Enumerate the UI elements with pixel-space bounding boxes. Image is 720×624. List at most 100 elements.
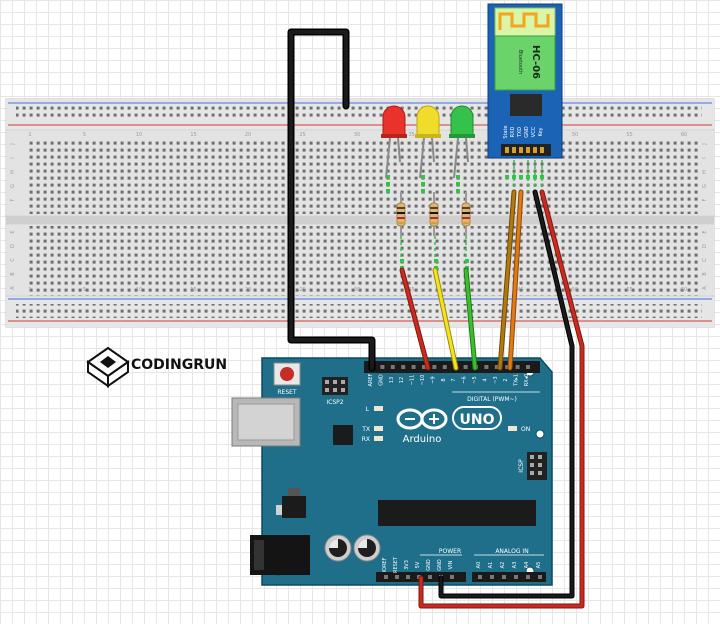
led-red	[381, 105, 407, 179]
digital-pin-hole	[390, 365, 395, 369]
reset-button: RESET	[273, 362, 301, 396]
column-number: 25	[299, 287, 305, 293]
analog-pin-hole	[490, 575, 494, 579]
arduino-logo: UNO Arduino	[396, 406, 502, 445]
hc06-pin-label: TXD	[517, 127, 523, 138]
digital-pin-label: 12	[399, 377, 405, 383]
digital-pin-hole	[463, 365, 468, 369]
digital-pin-label: ~6	[462, 376, 468, 383]
digital-pin-label: ~11	[410, 375, 416, 386]
digital-pin-label: GND	[378, 374, 384, 386]
usb-connector	[231, 397, 301, 447]
column-number: 10	[136, 132, 142, 138]
digital-label: DIGITAL (PWM~)	[467, 396, 517, 403]
led-yellow	[415, 105, 441, 179]
on-label: ON	[521, 426, 530, 433]
analog-pin-label: A1	[488, 562, 494, 569]
wires	[287, 28, 585, 609]
led-green	[449, 105, 475, 179]
analog-pin-hole	[502, 575, 506, 579]
keycap-icon	[86, 346, 130, 388]
row-letter-c: C	[10, 258, 16, 262]
digital-pin-hole	[380, 365, 385, 369]
column-number: 20	[245, 132, 251, 138]
brand-name: CODINGRUN	[131, 357, 227, 373]
row-letter-i: I	[10, 157, 16, 158]
digital-pin-hole	[442, 365, 447, 369]
column-number: 55	[626, 287, 632, 293]
column-number: 1	[28, 287, 31, 293]
digital-pin-label: 7	[451, 378, 457, 381]
atmega-chip	[378, 500, 536, 526]
status-leds: L TX RX ON	[361, 406, 530, 443]
analog-pin-hole	[526, 575, 530, 579]
power-pin-label: RESET	[393, 556, 399, 573]
column-number: 50	[572, 132, 578, 138]
hc06-pin-label: Key	[538, 127, 544, 136]
column-number: 15	[190, 132, 196, 138]
digital-pin-hole	[432, 365, 437, 369]
analog-pin-hole	[514, 575, 518, 579]
row-letter-c: C	[702, 258, 708, 262]
analog-label: ANALOG IN	[495, 548, 528, 555]
column-number: 45	[517, 287, 523, 293]
digital-pin-label: ~5	[472, 376, 478, 383]
row-letter-d: D	[10, 244, 16, 248]
column-number: 15	[190, 287, 196, 293]
small-chip	[333, 425, 353, 445]
analog-pin-hole	[478, 575, 482, 579]
icsp-header: ICSP	[518, 452, 547, 480]
power-pin-label: 5V	[415, 561, 421, 568]
row-letter-j: J	[10, 143, 16, 145]
column-number: 30	[354, 287, 360, 293]
module-subtitle: Bluetooth	[517, 50, 523, 74]
column-number: 1	[28, 132, 31, 138]
row-letter-d: D	[702, 244, 708, 248]
led-label-tx: TX	[361, 426, 370, 433]
digital-pin-label: 8	[441, 378, 447, 381]
analog-pin-label: A3	[512, 562, 518, 569]
row-letter-a: A	[702, 286, 708, 290]
power-pin-hole	[384, 575, 388, 579]
row-letter-f: F	[702, 198, 708, 201]
row-letter-b: B	[702, 272, 708, 276]
power-pin-hole	[428, 575, 432, 579]
digital-pin-hole	[526, 365, 530, 369]
row-letter-g: G	[10, 184, 16, 188]
resistor-2	[429, 192, 439, 236]
resistor-1	[396, 192, 406, 236]
column-number: 35	[408, 132, 414, 138]
icsp2-label: ICSP2	[326, 399, 343, 406]
column-number: 5	[83, 287, 86, 293]
digital-pin-label: AREF	[368, 373, 374, 386]
hc06-pin-label: GND	[524, 126, 530, 138]
row-letter-h: H	[10, 170, 16, 174]
icsp-label: ICSP	[518, 459, 525, 473]
logo-text: Arduino	[403, 434, 442, 445]
analog-pin-label: A2	[500, 562, 506, 569]
power-pin-label: 3V3	[404, 560, 410, 570]
column-number: 60	[681, 287, 687, 293]
row-letter-i: I	[702, 157, 708, 158]
row-letter-e: E	[10, 230, 16, 233]
smd-part	[276, 505, 282, 515]
column-number: 20	[245, 287, 251, 293]
digital-pin-hole	[411, 365, 416, 369]
column-number: 10	[136, 287, 142, 293]
power-pin-hole	[450, 575, 454, 579]
hc06-pin-label: State	[503, 125, 509, 138]
hc06-pin-label: RXD	[510, 126, 516, 137]
capacitors	[324, 534, 381, 562]
row-letter-h: H	[702, 170, 708, 174]
row-letter-e: E	[702, 230, 708, 233]
power-label: POWER	[439, 548, 461, 555]
analog-pin-label: A5	[536, 562, 542, 569]
row-letter-a: A	[10, 286, 16, 290]
column-number: 50	[572, 287, 578, 293]
component-leg-guides	[400, 160, 543, 262]
icsp2-header: ICSP2	[322, 377, 348, 406]
row-letter-g: G	[702, 184, 708, 188]
